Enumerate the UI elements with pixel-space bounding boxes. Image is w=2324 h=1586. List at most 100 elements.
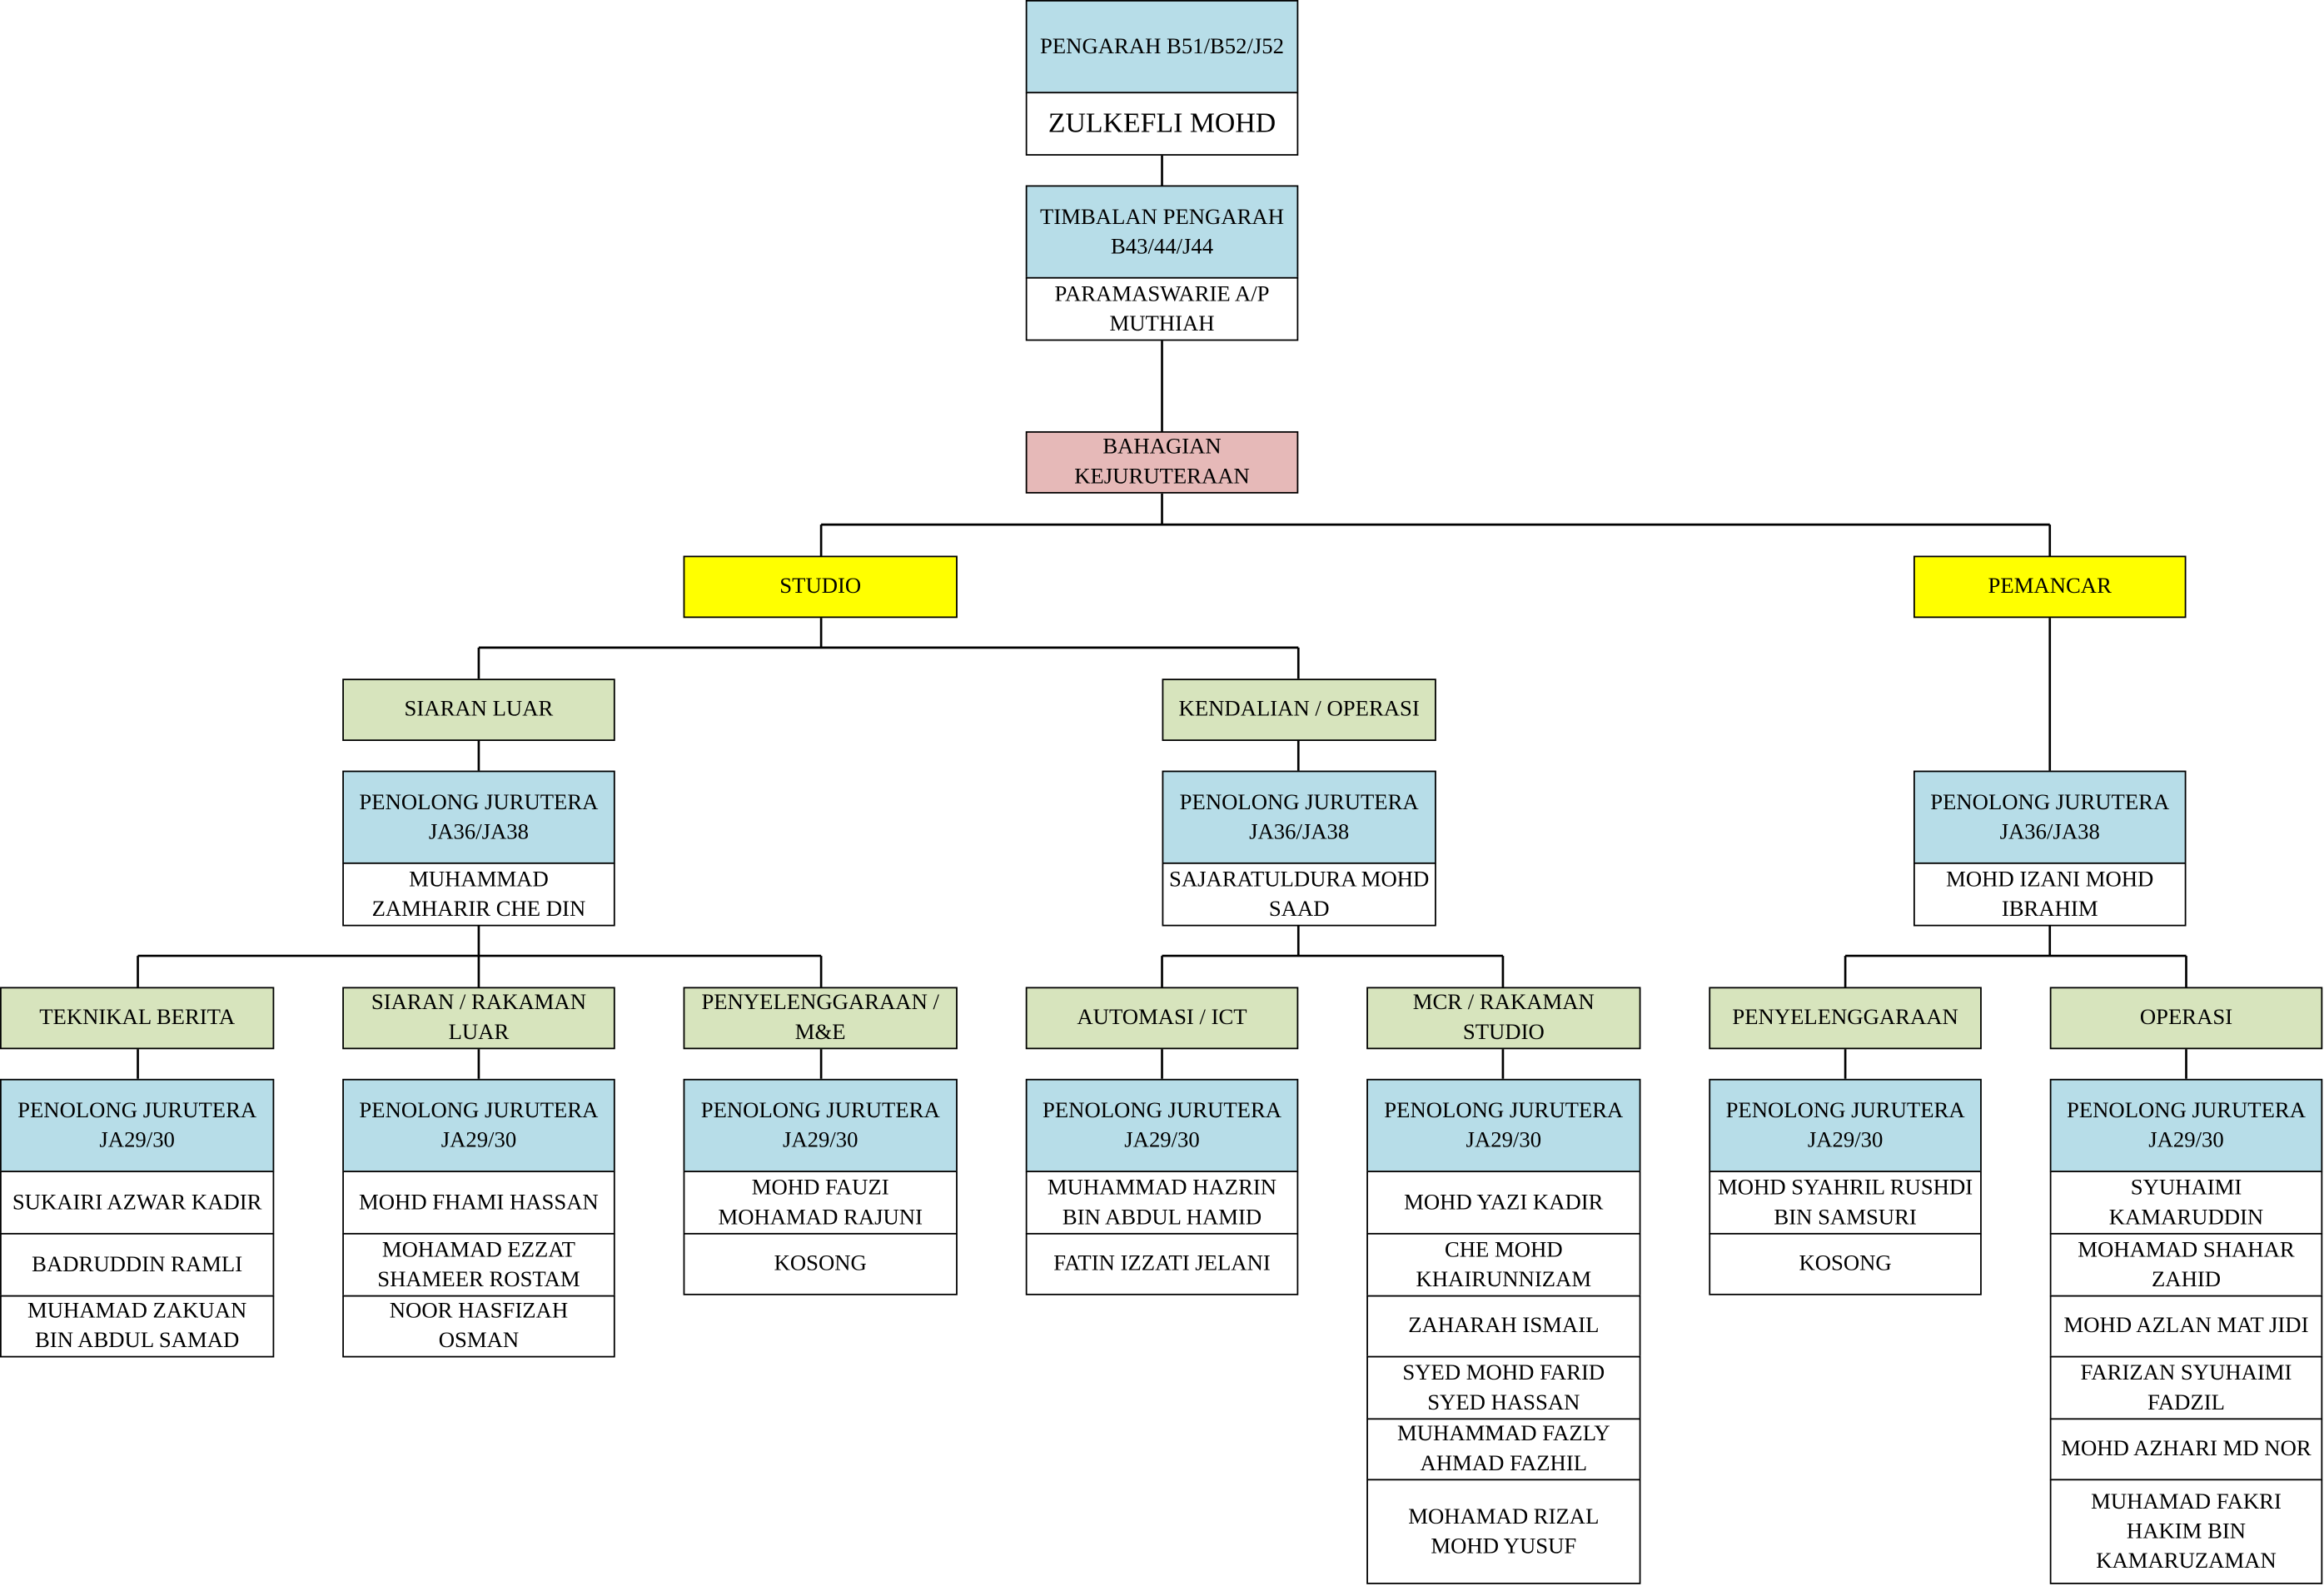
staff-box: MOHD AZLAN MAT JIDI: [2049, 1295, 2323, 1358]
lead-name: SAJARATULDURA MOHD SAAD: [1169, 868, 1430, 922]
unit-title: PENOLONG JURUTERA JA29/30: [1384, 1098, 1624, 1152]
staff-name: CHE MOHD KHAIRUNNIZAM: [1416, 1238, 1592, 1292]
deputy-title: TIMBALAN PENGARAH B43/44/J44: [1040, 205, 1285, 259]
staff-box: MOHAMAD SHAHAR ZAHID: [2049, 1232, 2323, 1297]
unit-title: PENOLONG JURUTERA JA29/30: [359, 1098, 599, 1152]
staff-name: MUHAMMAD FAZLY AHMAD FAZHIL: [1396, 1422, 1610, 1476]
unit-label: PENYELENGGARAAN / M&E: [701, 991, 939, 1045]
unit-title: PENOLONG JURUTERA JA29/30: [17, 1098, 257, 1152]
unit-title-box: PENOLONG JURUTERA JA29/30: [1366, 1078, 1641, 1172]
staff-name: FARIZAN SYUHAIMI FADZIL: [2080, 1360, 2292, 1415]
staff-box: MOHD SYAHRIL RUSHDI BIN SAMSURI: [1709, 1171, 1982, 1235]
staff-name: MOHD FHAMI HASSAN: [359, 1191, 599, 1215]
staff-box: SYED MOHD FARID SYED HASSAN: [1366, 1355, 1641, 1420]
unit-label: SIARAN / RAKAMAN LUAR: [371, 991, 586, 1045]
studio-label: STUDIO: [779, 574, 862, 599]
staff-name: MUHAMAD FAKRI HAKIM BIN KAMARUZAMAN: [2091, 1489, 2282, 1574]
staff-name: ZAHARAH ISMAIL: [1408, 1314, 1600, 1339]
division-label: BAHAGIAN KEJURUTERAAN: [1074, 435, 1250, 490]
staff-box: KOSONG: [683, 1232, 958, 1295]
unit-title-box: PENOLONG JURUTERA JA29/30: [342, 1078, 615, 1172]
unit-title-box: PENOLONG JURUTERA JA29/30: [0, 1078, 275, 1172]
unit-label-box: PENYELENGGARAAN / M&E: [683, 987, 958, 1050]
staff-box: MOHD FHAMI HASSAN: [342, 1171, 615, 1235]
staff-box: MUHAMMAD FAZLY AHMAD FAZHIL: [1366, 1418, 1641, 1481]
pemancar-lead-title-box: PENOLONG JURUTERA JA36/JA38: [1913, 770, 2187, 864]
staff-box: MOHD AZHARI MD NOR: [2049, 1418, 2323, 1481]
deputy-name: PARAMASWARIE A/P MUTHIAH: [1054, 282, 1270, 336]
unit-label-box: SIARAN / RAKAMAN LUAR: [342, 987, 615, 1050]
staff-name: NOOR HASFIZAH OSMAN: [389, 1300, 569, 1354]
unit-label-box: PENYELENGGARAAN: [1709, 987, 1982, 1050]
siaran-luar-label: SIARAN LUAR: [404, 698, 554, 722]
deputy-name-box: PARAMASWARIE A/P MUTHIAH: [1025, 276, 1299, 341]
kendalian-lead-name-box: SAJARATULDURA MOHD SAAD: [1162, 862, 1436, 927]
staff-box: FARIZAN SYUHAIMI FADZIL: [2049, 1355, 2323, 1420]
staff-name: KOSONG: [774, 1252, 867, 1276]
staff-name: MOHAMAD SHAHAR ZAHID: [2078, 1238, 2295, 1292]
unit-label-box: OPERASI: [2049, 987, 2323, 1050]
pemancar-lead-name-box: MOHD IZANI MOHD IBRAHIM: [1913, 862, 2187, 927]
lead-title: PENOLONG JURUTERA JA36/JA38: [359, 790, 599, 844]
staff-name: SYUHAIMI KAMARUDDIN: [2108, 1176, 2264, 1230]
pemancar-label: PEMANCAR: [1988, 574, 2112, 599]
staff-box: KOSONG: [1709, 1232, 1982, 1295]
unit-title-box: PENOLONG JURUTERA JA29/30: [1025, 1078, 1299, 1172]
lead-name: MOHD IZANI MOHD IBRAHIM: [1946, 868, 2154, 922]
unit-title-box: PENOLONG JURUTERA JA29/30: [2049, 1078, 2323, 1172]
staff-box: BADRUDDIN RAMLI: [0, 1232, 275, 1297]
staff-name: MOHD FAUZI MOHAMAD RAJUNI: [718, 1176, 923, 1230]
unit-title: PENOLONG JURUTERA JA29/30: [1043, 1098, 1282, 1152]
unit-label-box: AUTOMASI / ICT: [1025, 987, 1299, 1050]
staff-box: MOHD YAZI KADIR: [1366, 1171, 1641, 1235]
staff-box: MOHAMAD RIZAL MOHD YUSUF: [1366, 1479, 1641, 1584]
director-title-box: PENGARAH B51/B52/J52: [1025, 0, 1299, 94]
unit-title-box: PENOLONG JURUTERA JA29/30: [683, 1078, 958, 1172]
staff-box: MOHAMAD EZZAT SHAMEER ROSTAM: [342, 1232, 615, 1297]
staff-name: KOSONG: [1799, 1252, 1892, 1276]
staff-box: MUHAMAD FAKRI HAKIM BIN KAMARUZAMAN: [2049, 1479, 2323, 1584]
unit-label: TEKNIKAL BERITA: [39, 1006, 236, 1031]
siaran-luar-lead-title-box: PENOLONG JURUTERA JA36/JA38: [342, 770, 615, 864]
unit-label: OPERASI: [2139, 1006, 2233, 1031]
staff-box: SUKAIRI AZWAR KADIR: [0, 1171, 275, 1235]
staff-box: SYUHAIMI KAMARUDDIN: [2049, 1171, 2323, 1235]
staff-box: CHE MOHD KHAIRUNNIZAM: [1366, 1232, 1641, 1297]
staff-name: BADRUDDIN RAMLI: [32, 1252, 243, 1277]
staff-box: FATIN IZZATI JELANI: [1025, 1232, 1299, 1295]
director-name: ZULKEFLI MOHD: [1048, 107, 1276, 139]
unit-title: PENOLONG JURUTERA JA29/30: [1725, 1098, 1965, 1152]
staff-name: MUHAMAD ZAKUAN BIN ABDUL SAMAD: [27, 1300, 247, 1354]
staff-name: MUHAMMAD HAZRIN BIN ABDUL HAMID: [1047, 1176, 1277, 1230]
staff-box: MUHAMAD ZAKUAN BIN ABDUL SAMAD: [0, 1295, 275, 1358]
unit-label: PENYELENGGARAAN: [1732, 1006, 1958, 1031]
staff-name: MOHD AZHARI MD NOR: [2061, 1437, 2312, 1462]
unit-label-box: MCR / RAKAMAN STUDIO: [1366, 987, 1641, 1050]
staff-box: MOHD FAUZI MOHAMAD RAJUNI: [683, 1171, 958, 1235]
staff-box: MUHAMMAD HAZRIN BIN ABDUL HAMID: [1025, 1171, 1299, 1235]
director-title: PENGARAH B51/B52/J52: [1040, 34, 1285, 59]
staff-name: SUKAIRI AZWAR KADIR: [12, 1191, 262, 1215]
staff-name: FATIN IZZATI JELANI: [1053, 1252, 1271, 1276]
kendalian-label: KENDALIAN / OPERASI: [1178, 698, 1420, 722]
staff-name: MOHAMAD EZZAT SHAMEER ROSTAM: [377, 1238, 580, 1292]
siaran-luar-box: SIARAN LUAR: [342, 679, 615, 741]
staff-name: MOHD SYAHRIL RUSHDI BIN SAMSURI: [1718, 1176, 1973, 1230]
unit-label: MCR / RAKAMAN STUDIO: [1412, 991, 1595, 1045]
lead-name: MUHAMMAD ZAMHARIR CHE DIN: [371, 868, 586, 922]
unit-title: PENOLONG JURUTERA JA29/30: [700, 1098, 940, 1152]
staff-name: MOHAMAD RIZAL MOHD YUSUF: [1408, 1504, 1600, 1559]
unit-label: AUTOMASI / ICT: [1077, 1006, 1247, 1031]
deputy-title-box: TIMBALAN PENGARAH B43/44/J44: [1025, 185, 1299, 279]
unit-title: PENOLONG JURUTERA JA29/30: [2066, 1098, 2307, 1152]
staff-name: MOHD AZLAN MAT JIDI: [2063, 1314, 2309, 1339]
staff-box: NOOR HASFIZAH OSMAN: [342, 1295, 615, 1358]
unit-label-box: TEKNIKAL BERITA: [0, 987, 275, 1050]
director-name-box: ZULKEFLI MOHD: [1025, 92, 1299, 156]
lead-title: PENOLONG JURUTERA JA36/JA38: [1179, 790, 1419, 844]
siaran-luar-lead-name-box: MUHAMMAD ZAMHARIR CHE DIN: [342, 862, 615, 927]
studio-box: STUDIO: [683, 555, 958, 619]
kendalian-box: KENDALIAN / OPERASI: [1162, 679, 1436, 741]
